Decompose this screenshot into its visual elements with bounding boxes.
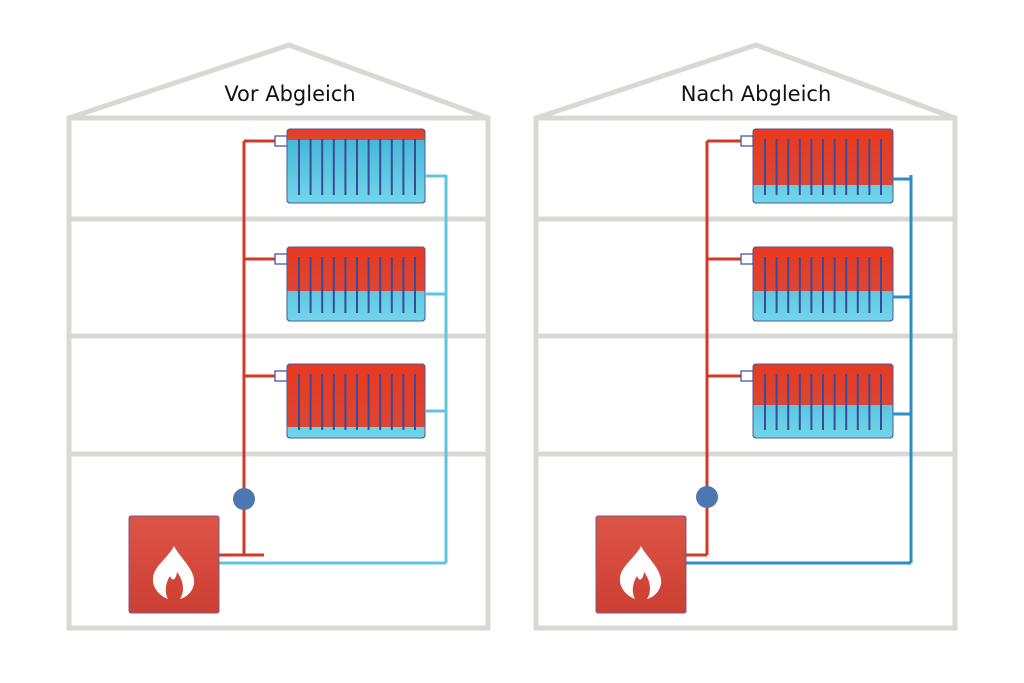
boiler <box>128 515 220 614</box>
radiator-outline <box>752 246 894 322</box>
radiator-outline <box>286 246 426 322</box>
radiator-outline <box>286 363 426 439</box>
house-outline <box>66 115 491 631</box>
title-after: Nach Abgleich <box>681 82 832 106</box>
radiator <box>244 246 446 322</box>
radiator <box>244 128 446 204</box>
roof <box>68 42 489 121</box>
boiler <box>595 515 687 614</box>
thermostat-valve-icon <box>740 253 754 265</box>
radiator <box>244 363 446 439</box>
thermostat-valve-icon <box>740 135 754 147</box>
radiator-hot-zone <box>287 129 425 140</box>
pump-icon <box>696 486 718 508</box>
radiator <box>707 363 911 439</box>
title-before: Vor Abgleich <box>224 82 355 106</box>
flame-icon <box>152 546 195 599</box>
thermostat-valve-icon <box>274 135 288 147</box>
pump-icon <box>233 488 255 510</box>
house-outline <box>533 115 958 631</box>
thermostat-valve-icon <box>274 253 288 265</box>
radiator <box>707 246 911 322</box>
radiator <box>707 128 911 204</box>
roof <box>535 42 956 121</box>
radiator-outline <box>752 128 894 204</box>
radiator-outline <box>752 363 894 439</box>
radiator-outline <box>286 128 426 204</box>
house-before: Vor Abgleich <box>66 42 491 631</box>
thermostat-valve-icon <box>274 370 288 382</box>
house-after: Nach Abgleich <box>533 42 958 631</box>
thermostat-valve-icon <box>740 370 754 382</box>
flame-icon <box>619 546 662 599</box>
